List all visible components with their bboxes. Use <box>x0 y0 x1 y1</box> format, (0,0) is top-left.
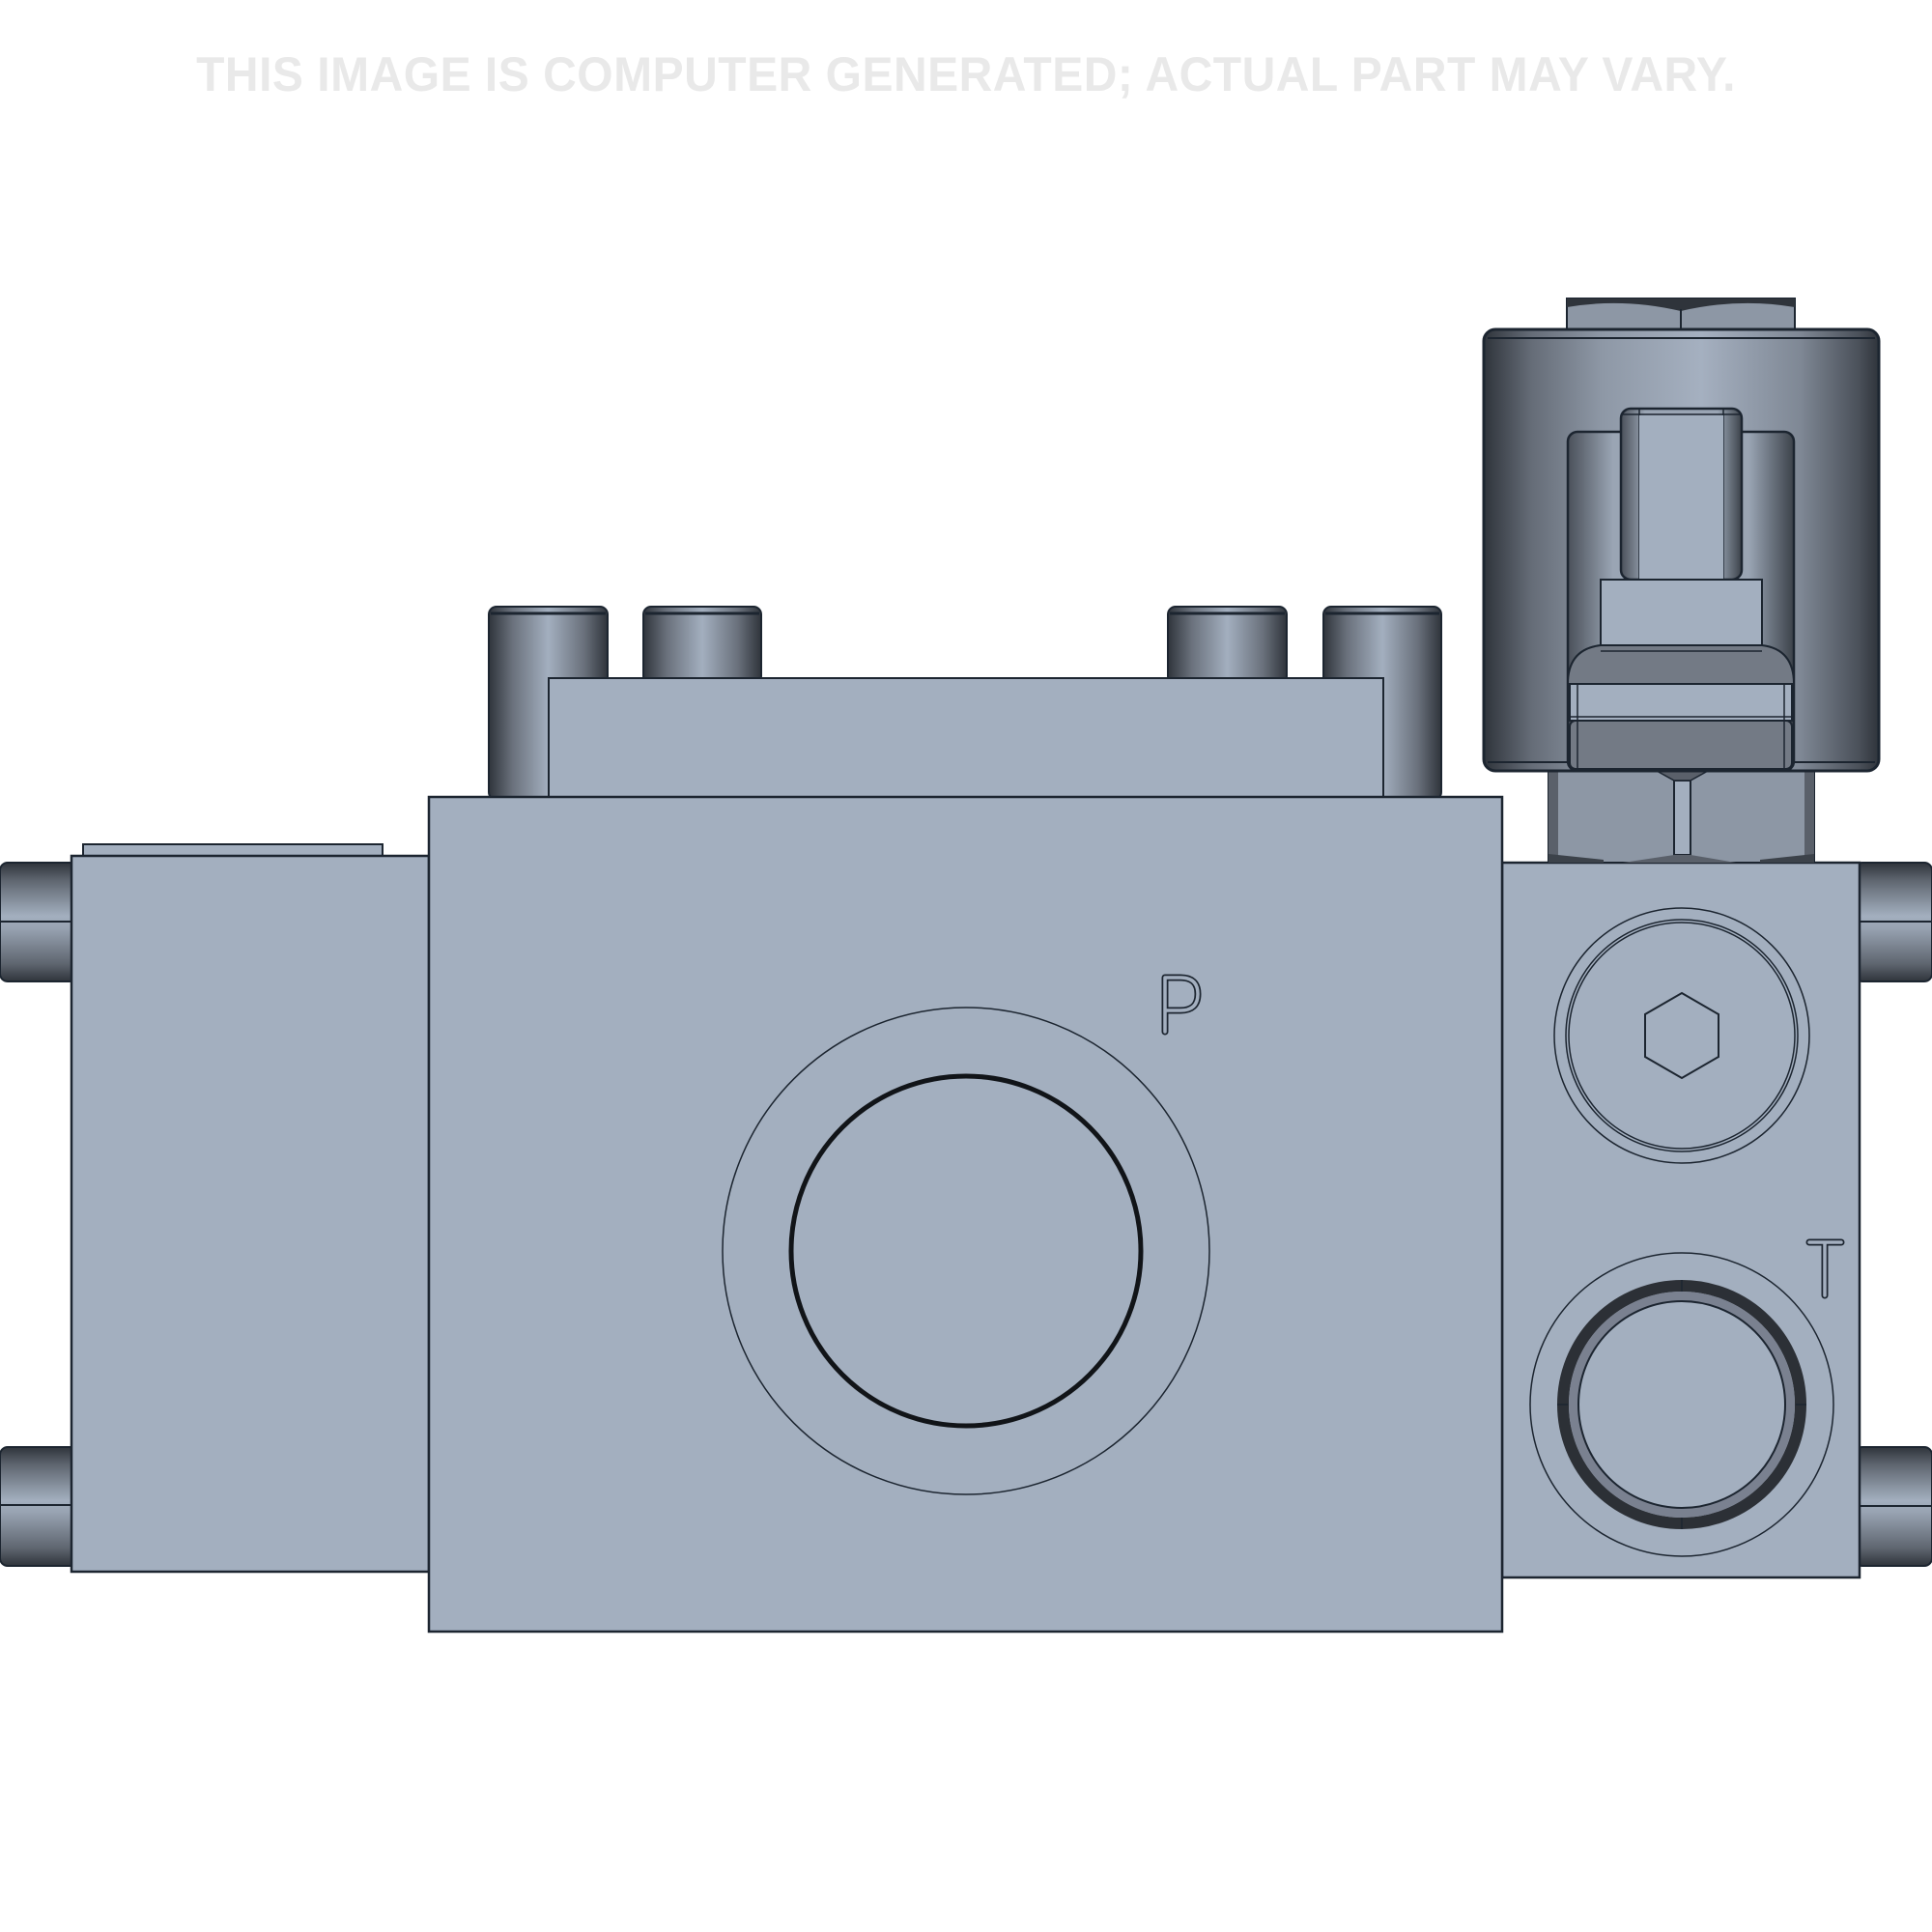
left-block <box>70 854 431 1574</box>
hex-socket-icon <box>1644 991 1719 1080</box>
top-plate <box>548 677 1384 798</box>
t-port-seal-mid <box>1569 1292 1795 1518</box>
side-pins <box>0 862 1932 1567</box>
connector-light-band <box>1569 683 1793 722</box>
disclaimer-watermark: THIS IMAGE IS COMPUTER GENERATED; ACTUAL… <box>196 47 1736 102</box>
top-pin-2 <box>642 606 762 685</box>
main-body <box>427 795 1504 1634</box>
p-port-spotface <box>722 1007 1210 1495</box>
t-port-spotface <box>1529 1252 1834 1557</box>
connector-latch-block <box>1600 579 1763 646</box>
solenoid-assembly <box>1482 298 1881 864</box>
port-t <box>1529 1238 1845 1557</box>
hex-socket-plug <box>1553 907 1810 1164</box>
top-pin-3 <box>1167 606 1288 685</box>
p-port-bore <box>788 1073 1144 1429</box>
t-port-bore <box>1577 1300 1786 1509</box>
left-pin-bottom <box>0 1446 78 1567</box>
connector-dark-band-lower <box>1569 720 1793 770</box>
port-p <box>722 974 1210 1495</box>
